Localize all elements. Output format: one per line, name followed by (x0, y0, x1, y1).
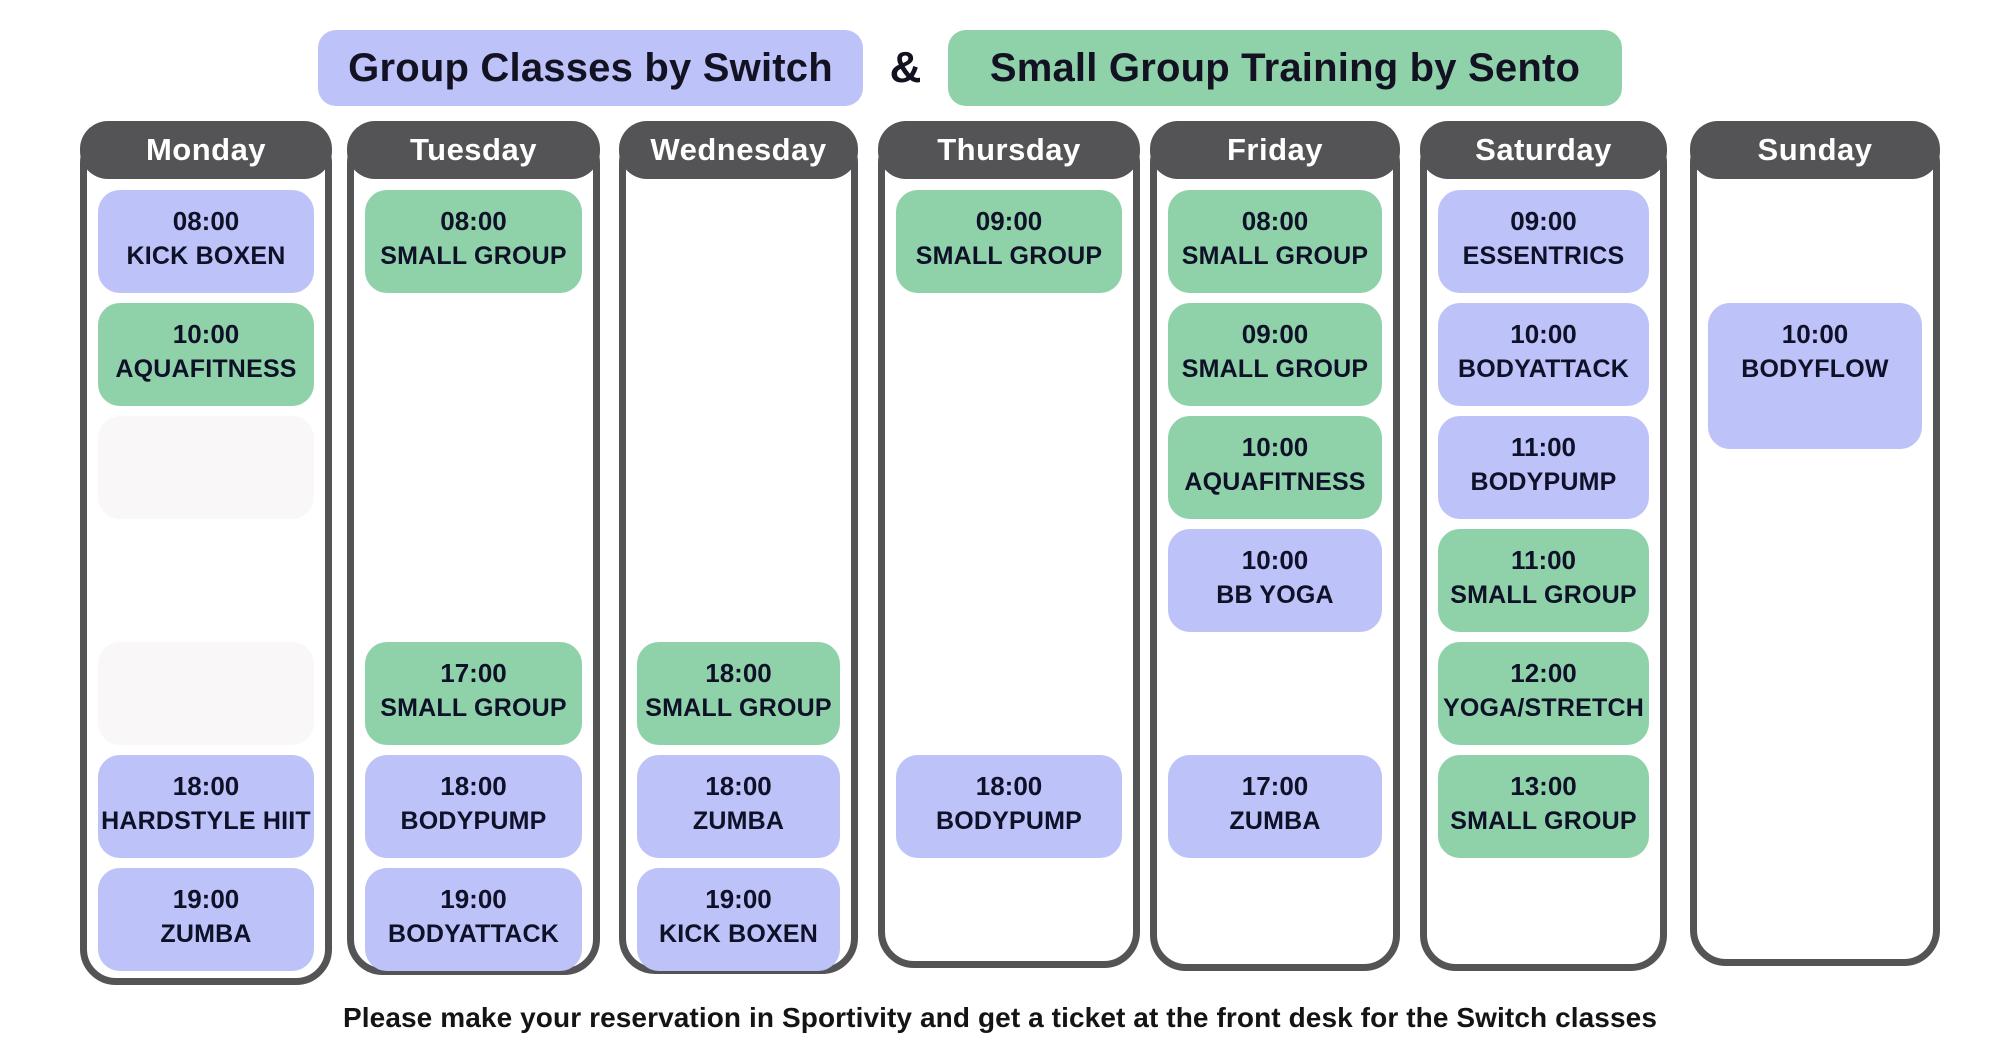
class-name: ZUMBA (160, 920, 252, 948)
class-time: 10:00 (172, 319, 240, 349)
class-name: ZUMBA (1229, 807, 1321, 835)
day-header-sunday: Sunday (1690, 121, 1940, 179)
class-time: 10:00 (1510, 319, 1577, 349)
class-name: YOGA/STRETCH (1442, 694, 1645, 722)
class-time: 18:00 (705, 771, 772, 801)
day-header-thursday: Thursday (878, 121, 1140, 179)
class-time: 09:00 (975, 206, 1043, 236)
class-name: KICK BOXEN (659, 920, 818, 948)
reservation-note: Please make your reservation in Sportivi… (343, 1002, 1657, 1033)
empty-slot (98, 416, 314, 519)
class-block: 10:00 BB YOGA (1168, 529, 1382, 632)
class-name: BODYATTACK (388, 920, 559, 948)
class-name: BODYPUMP (935, 807, 1083, 835)
class-time: 18:00 (705, 658, 772, 688)
class-time: 10:00 (1241, 432, 1309, 462)
class-time: 09:00 (1241, 319, 1309, 349)
class-name: SMALL GROUP (915, 242, 1103, 270)
class-time: 18:00 (172, 771, 240, 801)
class-time: 08:00 (172, 206, 240, 236)
class-time: 19:00 (172, 884, 240, 914)
class-time: 12:00 (1510, 658, 1577, 688)
class-name: BODYFLOW (1741, 355, 1889, 383)
day-header-monday: Monday (80, 121, 332, 179)
title-ampersand: & (889, 43, 922, 92)
day-header-saturday: Saturday (1420, 121, 1667, 179)
class-time: 18:00 (975, 771, 1043, 801)
class-name: SMALL GROUP (645, 694, 832, 722)
class-time: 19:00 (440, 884, 507, 914)
class-name: HARDSTYLE HIIT (101, 807, 311, 835)
class-time: 18:00 (440, 771, 507, 801)
class-name: SMALL GROUP (380, 694, 567, 722)
class-time: 09:00 (1510, 206, 1577, 236)
class-name: BODYATTACK (1458, 355, 1629, 383)
class-time: 11:00 (1510, 432, 1577, 462)
class-name: ESSENTRICS (1462, 242, 1625, 270)
day-header-friday: Friday (1150, 121, 1400, 179)
class-time: 11:00 (1510, 545, 1577, 575)
class-name: SMALL GROUP (380, 242, 567, 270)
class-time: 10:00 (1241, 545, 1309, 575)
class-time: 17:00 (1241, 771, 1309, 801)
class-time: 17:00 (440, 658, 507, 688)
class-name: KICK BOXEN (126, 242, 286, 270)
title-sento-pill: Small Group Training by Sento (948, 30, 1622, 106)
class-name: BODYPUMP (400, 807, 547, 835)
class-name: BODYPUMP (1470, 468, 1617, 496)
class-time: 19:00 (705, 884, 772, 914)
day-column-frame (1690, 127, 1940, 966)
class-name: SMALL GROUP (1450, 581, 1637, 609)
class-name: AQUAFITNESS (1184, 468, 1366, 496)
class-name: SMALL GROUP (1450, 807, 1637, 835)
class-time: 10:00 (1781, 319, 1849, 349)
day-header-wednesday: Wednesday (619, 121, 858, 179)
title-switch-pill: Group Classes by Switch (318, 30, 863, 106)
empty-slot (98, 642, 314, 745)
class-time: 13:00 (1510, 771, 1577, 801)
class-time: 08:00 (1241, 206, 1309, 236)
class-time: 08:00 (440, 206, 507, 236)
class-name: SMALL GROUP (1181, 242, 1369, 270)
day-header-tuesday: Tuesday (347, 121, 600, 179)
class-name: SMALL GROUP (1181, 355, 1369, 383)
class-name: AQUAFITNESS (115, 355, 297, 383)
class-name: ZUMBA (692, 807, 785, 835)
class-name: BB YOGA (1216, 581, 1334, 609)
